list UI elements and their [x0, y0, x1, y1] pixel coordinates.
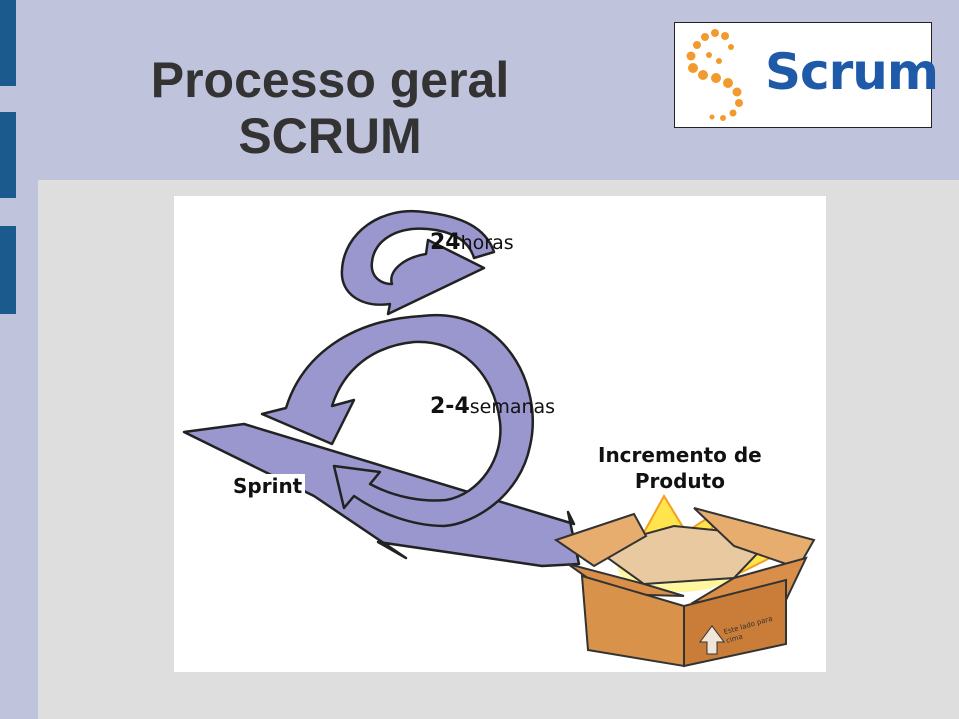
scrum-logo: Scrum [674, 22, 939, 128]
daily-cycle-number: 24 [430, 230, 461, 255]
daily-cycle-label: 24horas [430, 230, 514, 255]
sprint-length-number: 2-4 [430, 394, 470, 419]
scrum-logo-dots-icon [686, 29, 743, 121]
sprint-loop-arrow [260, 313, 534, 528]
daily-cycle-unit: horas [460, 232, 514, 254]
diagram-graphics [182, 209, 816, 668]
product-increment-line1: Incremento de [598, 443, 762, 467]
sprint-length-label: 2-4semanas [430, 394, 555, 419]
left-bar-2 [0, 112, 16, 198]
slide-title: Processo geral SCRUM [100, 52, 560, 164]
product-box-icon [553, 494, 816, 668]
slide-title-line1: Processo geral [150, 52, 510, 108]
scrum-process-diagram: 24horas 2-4semanas Sprint Incremento de … [174, 196, 826, 672]
left-decor-bars [0, 0, 18, 719]
left-bar-1 [0, 0, 16, 86]
scrum-logo-text: Scrum [765, 43, 939, 101]
daily-loop-arrow [340, 209, 496, 316]
sprint-label: Sprint [230, 474, 306, 498]
slide-title-line2: SCRUM [238, 108, 422, 164]
left-bar-3 [0, 226, 16, 314]
product-increment-line2: Produto [634, 469, 725, 493]
sprint-length-unit: semanas [469, 396, 556, 418]
product-increment-label: Incremento de Produto [598, 442, 762, 494]
